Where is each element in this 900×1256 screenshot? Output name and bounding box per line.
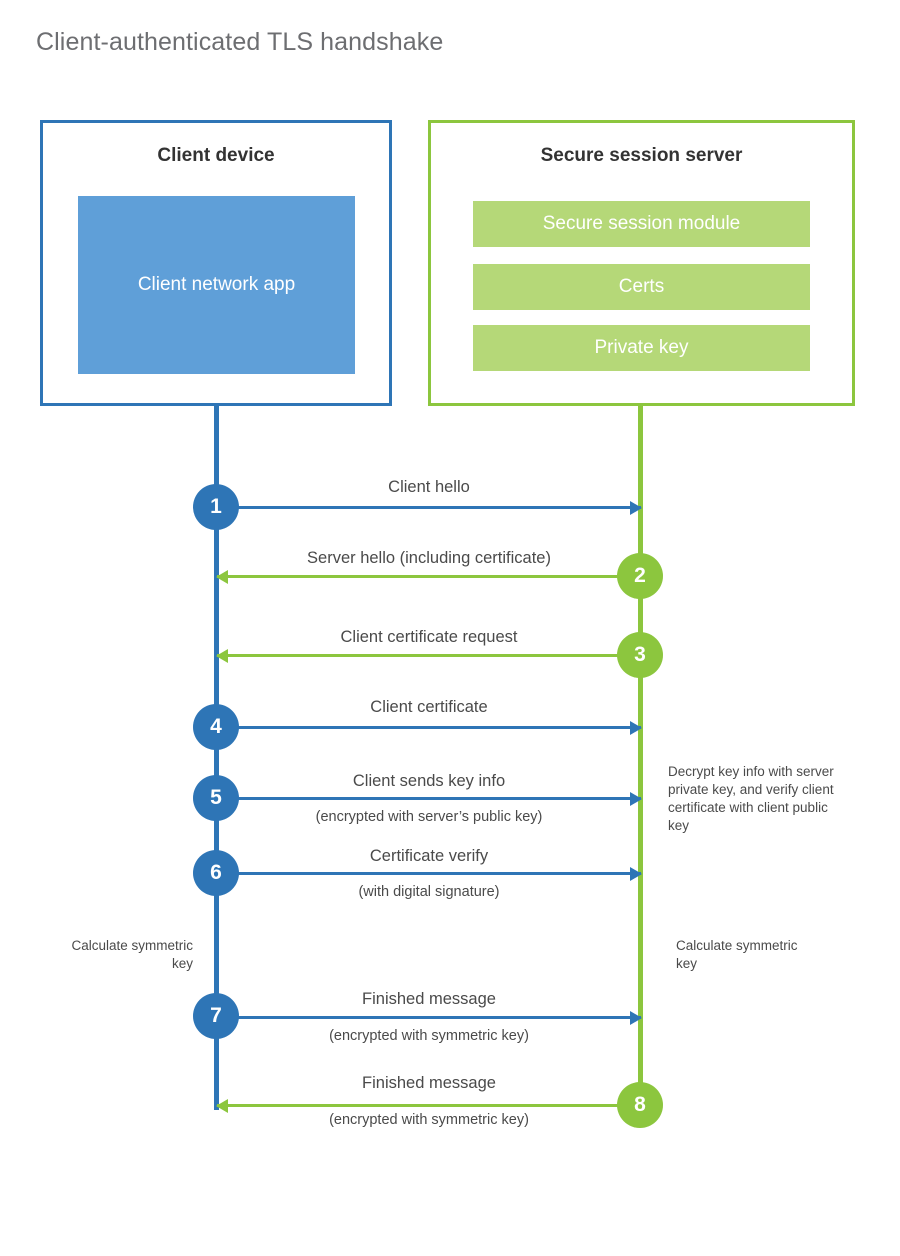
- step-4-arrow: [217, 720, 642, 735]
- step-marker-1[interactable]: 1: [193, 484, 239, 530]
- step-6-arrow: [217, 866, 642, 881]
- step-marker-5[interactable]: 5: [193, 775, 239, 821]
- step-7-sublabel: (encrypted with symmetric key): [329, 1028, 529, 1044]
- step-2-label: Server hello (including certificate): [307, 549, 551, 567]
- client-network-app-label: Client network app: [137, 274, 296, 295]
- page-title: Client-authenticated TLS handshake: [36, 28, 444, 56]
- server-lifeline: [638, 404, 643, 1105]
- step-8-sublabel: (encrypted with symmetric key): [329, 1112, 529, 1128]
- arrow-head-left-icon: [216, 648, 228, 663]
- server-component-certs: Certs: [473, 264, 810, 310]
- step-3-arrow: [216, 648, 641, 663]
- step-marker-4[interactable]: 4: [193, 704, 239, 750]
- step-1-arrow: [217, 500, 642, 515]
- step-1-label: Client hello: [388, 478, 470, 496]
- client-device-title: Client device: [157, 145, 275, 166]
- arrow-head-right-icon: [630, 866, 642, 881]
- step-5-label: Client sends key info: [352, 772, 506, 790]
- arrow-head-right-icon: [630, 720, 642, 735]
- server-component-label: Certs: [618, 276, 665, 297]
- arrow-head-right-icon: [630, 791, 642, 806]
- step-6-label: Certificate verify: [369, 847, 489, 865]
- step-marker-6[interactable]: 6: [193, 850, 239, 896]
- arrow-head-right-icon: [630, 1010, 642, 1025]
- step-3-label: Client certificate request: [340, 628, 518, 646]
- step-5-arrow: [217, 791, 642, 806]
- step-marker-2[interactable]: 2: [617, 553, 663, 599]
- step-8-label: Finished message: [362, 1074, 496, 1092]
- step-marker-7[interactable]: 7: [193, 993, 239, 1039]
- arrow-head-left-icon: [216, 1098, 228, 1113]
- step-2-arrow: [216, 569, 641, 584]
- secure-session-server-title: Secure session server: [540, 145, 743, 166]
- step-7-arrow: [217, 1010, 642, 1025]
- server-component-private-key: Private key: [473, 325, 810, 371]
- server-component-label: Secure session module: [542, 213, 741, 234]
- server-component-secure-session-module: Secure session module: [473, 201, 810, 247]
- server-calculate-symmetric-key-note: Calculate symmetric key: [676, 938, 798, 971]
- step-6-sublabel: (with digital signature): [358, 884, 500, 900]
- server-component-label: Private key: [594, 337, 689, 358]
- arrow-head-left-icon: [216, 569, 228, 584]
- step-8-arrow: [216, 1098, 641, 1113]
- step-4-label: Client certificate: [370, 698, 488, 716]
- step-marker-3[interactable]: 3: [617, 632, 663, 678]
- step-marker-8[interactable]: 8: [617, 1082, 663, 1128]
- server-decrypt-note: Decrypt key info with server private key…: [668, 764, 834, 833]
- client-lifeline: [214, 404, 219, 1110]
- arrow-head-right-icon: [630, 500, 642, 515]
- step-7-label: Finished message: [362, 990, 496, 1008]
- client-calculate-symmetric-key-note: Calculate symmetric key: [71, 938, 193, 971]
- client-network-app-block: Client network app: [78, 196, 355, 374]
- step-5-sublabel: (encrypted with server’s public key): [315, 809, 543, 825]
